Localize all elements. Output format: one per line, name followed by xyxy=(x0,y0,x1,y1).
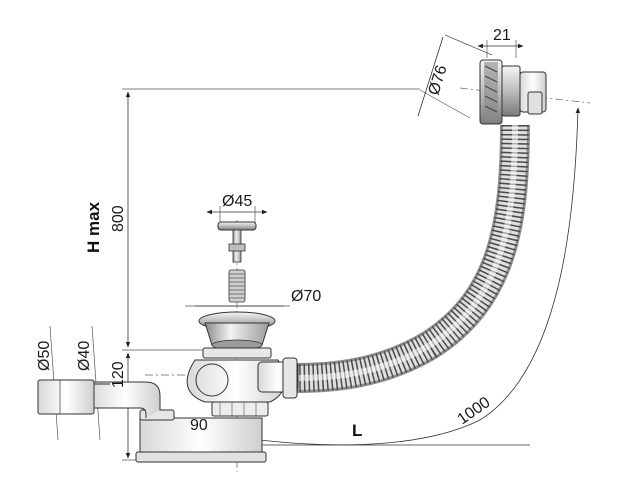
label-overflow-diameter: Ø76 xyxy=(426,63,451,97)
drain-assembly xyxy=(37,221,299,463)
label-height-max-value: 800 xyxy=(110,205,127,232)
label-drain-height: 120 xyxy=(110,361,127,388)
label-plug-diameter: Ø45 xyxy=(222,193,252,210)
overflow-head xyxy=(479,59,547,125)
label-height-max: H max xyxy=(84,201,103,253)
label-trap-offset: 90 xyxy=(190,417,208,434)
label-outlet-outer-diameter: Ø50 xyxy=(36,341,53,371)
label-outlet-inner-diameter: Ø40 xyxy=(76,341,93,371)
flexible-hose xyxy=(294,124,530,393)
label-drain-diameter: Ø70 xyxy=(291,288,321,305)
label-overflow-width: 21 xyxy=(493,27,511,44)
label-length: L xyxy=(352,421,362,440)
